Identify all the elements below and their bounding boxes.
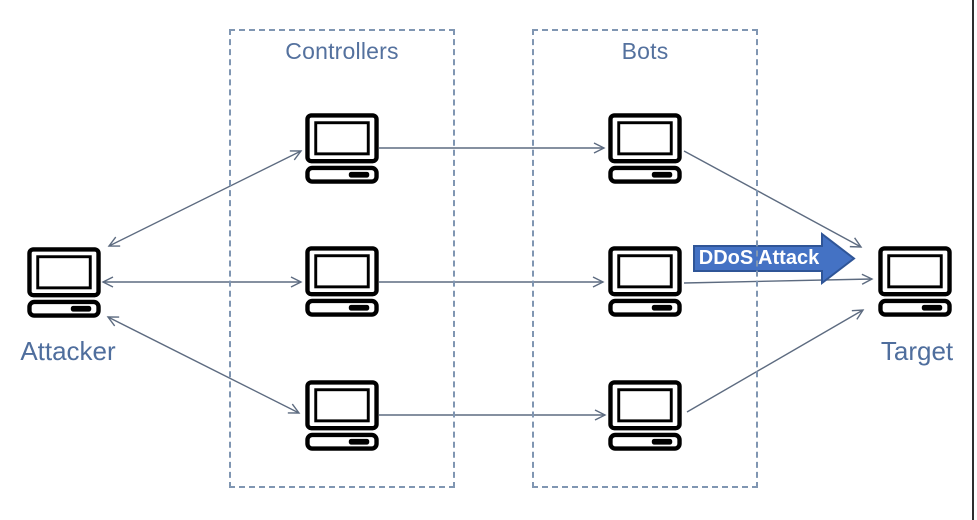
edge-bot1-target [683,150,863,248]
ddos-attack-block-arrow [693,231,856,286]
target-computer-icon [878,246,952,317]
edge-bot3-target [686,309,865,413]
bot3-computer-icon [608,380,682,451]
attacker-label: Attacker [20,336,116,366]
controllers-label: Controllers [285,38,399,64]
bot2-computer-icon [608,246,682,317]
bots-group-box [532,29,758,488]
ddos-attack-label: DDoS Attack [698,247,820,269]
controller3-computer-icon [305,380,379,451]
bot1-computer-icon [608,113,682,184]
bots-label: Bots [621,38,669,64]
right-edge-border [972,0,974,520]
attacker-computer-icon [27,247,101,318]
controller1-computer-icon [305,113,379,184]
edge-attacker-controller3 [106,316,301,414]
edge-bot2-target [683,273,874,285]
edge-attacker-controller1 [107,150,303,247]
controller2-computer-icon [305,246,379,317]
target-label: Target [880,336,954,366]
controllers-group-box [229,29,455,488]
